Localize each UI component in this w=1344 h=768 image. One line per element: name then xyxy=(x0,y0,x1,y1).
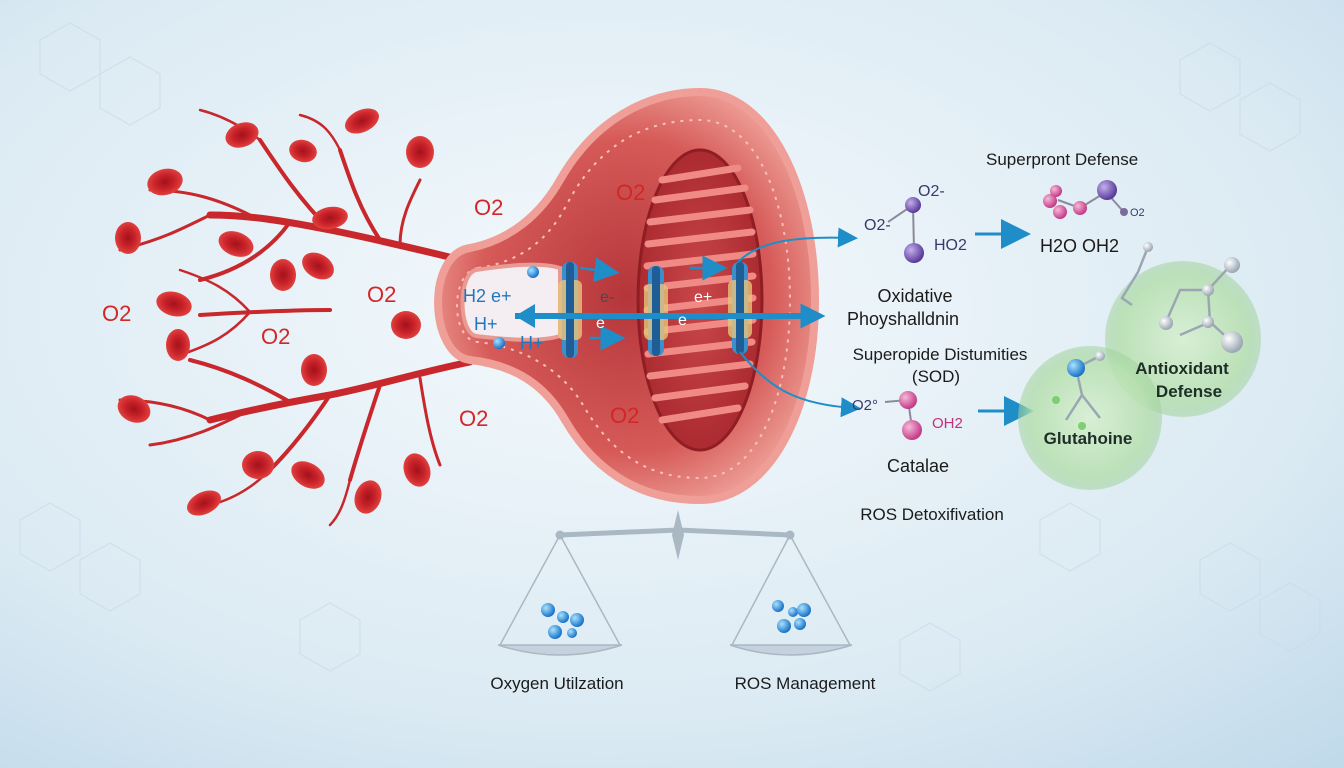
red-blood-cell-icon-group xyxy=(115,108,434,516)
o2-label: O2 xyxy=(616,180,645,205)
membrane-complex-2 xyxy=(644,266,668,356)
o2-label: O2 xyxy=(474,195,503,220)
hexagon-pattern xyxy=(19,22,1321,692)
sod-label: (SOD) xyxy=(912,367,960,386)
antioxidant-label: Antioxidant xyxy=(1135,359,1229,378)
electron-label: e xyxy=(678,312,687,329)
red-blood-cell-icon xyxy=(187,490,221,516)
glutathione-label: Glutahoine xyxy=(1044,429,1133,448)
balance-scale-icon xyxy=(497,510,853,656)
o2-label: O2 xyxy=(610,403,639,428)
h2o-oh2-label: H2O OH2 xyxy=(1040,236,1119,256)
proton-particle xyxy=(527,266,539,278)
red-blood-cell-icon xyxy=(391,311,421,339)
molecule-icon xyxy=(1043,180,1128,219)
red-blood-cell-icon xyxy=(302,252,334,280)
electron-transport-arrows xyxy=(515,219,1034,426)
intermembrane-pocket xyxy=(460,262,562,342)
oxidative-label: Phoyshalldnin xyxy=(847,309,959,329)
membrane-complex-1 xyxy=(558,262,582,358)
electron-label: e xyxy=(596,315,605,332)
superoxide-defense-title: Superpront Defense xyxy=(986,150,1138,169)
small-o2-label: O2 xyxy=(1130,207,1145,219)
scale-pan-molecules xyxy=(541,600,811,639)
proton-particles xyxy=(493,266,539,349)
red-blood-cell-icon xyxy=(354,480,382,514)
antioxidant-defense-group: Antioxidant Defense Glutahoine xyxy=(1018,242,1261,490)
red-blood-cell-icon xyxy=(345,108,379,134)
oxidative-labels: Oxidative Phoyshalldnin Superopide Distu… xyxy=(847,286,1027,386)
red-blood-cell-icon xyxy=(225,122,259,148)
red-blood-cell-icon xyxy=(270,259,296,291)
ros-management-label: ROS Management xyxy=(735,674,876,693)
red-blood-cell-icon xyxy=(218,231,254,257)
o2-minus-label: O2- xyxy=(918,183,945,200)
red-blood-cell-icon xyxy=(312,206,348,230)
oxidative-label: Oxidative xyxy=(877,286,952,306)
oxygen-labels: O2 O2 O2 O2 O2 O2 O2 xyxy=(102,180,645,431)
o2-minus-label: O2- xyxy=(864,217,891,234)
proton-particle xyxy=(493,337,505,349)
membrane-complex-3 xyxy=(728,262,752,354)
red-blood-cell-icon xyxy=(289,139,317,163)
electron-chain-labels: H2 e+ H+ H+ e- e e e+ xyxy=(463,286,712,353)
h-plus-label: H+ xyxy=(520,333,544,353)
glutathione-glow xyxy=(1018,346,1162,490)
o2-label: O2 xyxy=(102,301,131,326)
red-blood-cell-icon xyxy=(403,453,431,487)
o2-label: O2 xyxy=(367,282,396,307)
red-blood-cell-icon xyxy=(115,222,141,254)
red-blood-cell-icon xyxy=(406,136,434,168)
o2-label: O2 xyxy=(261,324,290,349)
sod-label: Superopide Distumities xyxy=(853,345,1028,364)
oh2-label: OH2 xyxy=(932,415,963,432)
h-plus-label: H+ xyxy=(474,314,498,334)
catalase-label: Catalae xyxy=(887,456,949,476)
red-blood-cell-icon xyxy=(156,291,192,317)
o2-label: O2 xyxy=(459,406,488,431)
molecule-icon xyxy=(887,197,924,263)
ros-detox-label: ROS Detoxifivation xyxy=(860,505,1004,524)
red-blood-cell-icon xyxy=(166,329,190,361)
electron-label: e- xyxy=(600,289,614,306)
electron-label: e+ xyxy=(694,289,712,306)
red-blood-cell-icon xyxy=(291,461,325,489)
antioxidant-label: Defense xyxy=(1156,382,1222,401)
red-blood-cell-icon xyxy=(117,395,151,423)
red-blood-cell-icon xyxy=(147,168,183,196)
o2-sod-label: O2° xyxy=(852,397,878,414)
molecule-icon xyxy=(884,391,922,440)
mitochondrion-icon xyxy=(434,87,820,505)
red-blood-cell-icon xyxy=(242,451,274,479)
ho2-label: HO2 xyxy=(934,237,967,254)
superoxide-labels: Superpront Defense O2- O2- HO2 O2 H2O OH… xyxy=(864,150,1145,256)
oxygen-utilization-label: Oxygen Utilzation xyxy=(490,674,623,693)
h2-electron-label: H2 e+ xyxy=(463,286,512,306)
red-blood-cell-icon xyxy=(301,354,327,386)
